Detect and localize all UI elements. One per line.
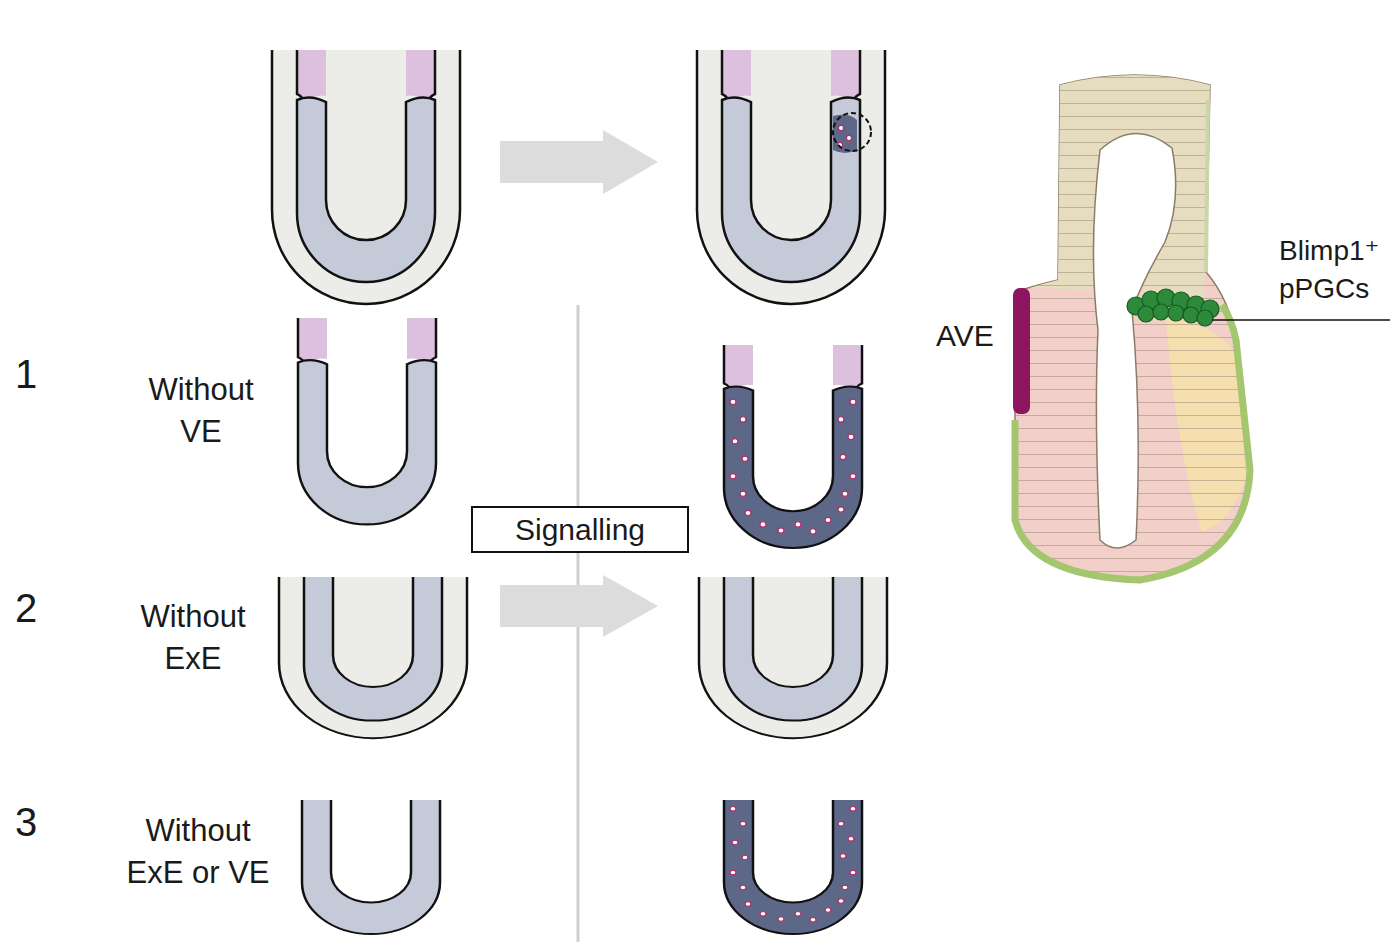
condition-label: Without VE bbox=[125, 369, 277, 453]
embryo-without-exe-ve bbox=[302, 800, 440, 934]
embryo-without-ve bbox=[298, 318, 436, 524]
exe-layer bbox=[298, 318, 436, 364]
epiblast-layer bbox=[304, 577, 442, 721]
pgc-cell bbox=[1168, 305, 1184, 321]
embryo-body bbox=[699, 577, 887, 738]
cell-texture bbox=[1015, 75, 1250, 580]
exvisceral-endoderm-layer bbox=[1206, 100, 1208, 272]
condition-label: Without ExE or VE bbox=[122, 810, 274, 894]
exe-layer bbox=[297, 50, 435, 102]
pgc-cluster bbox=[1127, 289, 1219, 326]
embryo-body bbox=[724, 800, 862, 934]
ve-layer bbox=[699, 577, 887, 738]
structure-label: Blimp1⁺ pPGCs bbox=[1279, 232, 1397, 308]
embryo-body bbox=[279, 577, 467, 738]
condition-label: Without ExE bbox=[117, 596, 269, 680]
pgc-patch bbox=[833, 115, 857, 153]
big-arrow bbox=[500, 130, 658, 194]
pgc-cell bbox=[1197, 310, 1213, 326]
epiblast-pgc-layer bbox=[724, 387, 862, 549]
big-arrow bbox=[500, 575, 658, 637]
pgc-dot bbox=[846, 135, 851, 140]
structure-label: AVE bbox=[936, 318, 1016, 354]
box-text: Signalling bbox=[515, 513, 645, 547]
pgc-cell bbox=[1183, 307, 1199, 323]
epiblast-pgc-layer bbox=[724, 800, 862, 934]
embryo-without-exe-ve-result bbox=[724, 800, 862, 934]
embryo-normal bbox=[272, 50, 460, 304]
epiblast-layer bbox=[297, 97, 435, 282]
callout-number: 1 bbox=[15, 350, 55, 398]
epiblast-layer bbox=[722, 97, 860, 282]
ve-layer bbox=[697, 50, 885, 304]
exe-layer bbox=[722, 50, 860, 102]
pgc-dot bbox=[838, 125, 843, 130]
dashed-circle bbox=[833, 113, 871, 151]
ave-region bbox=[1013, 288, 1030, 414]
embryo-section bbox=[1013, 75, 1390, 580]
visceral-endoderm-layer bbox=[1015, 305, 1250, 580]
embryo-without-exe-result bbox=[699, 577, 887, 738]
embryo-without-ve-result bbox=[724, 345, 862, 548]
pgc-cell bbox=[1153, 304, 1169, 320]
signal-box: Signalling bbox=[471, 506, 689, 553]
callout-number: 3 bbox=[15, 798, 55, 846]
embryo-without-exe bbox=[279, 577, 467, 738]
epiblast-section bbox=[1015, 75, 1250, 580]
epiblast-layer bbox=[298, 360, 436, 524]
epiblast-layer bbox=[724, 577, 862, 721]
exe-layer bbox=[724, 345, 862, 391]
epiblast-layer bbox=[302, 800, 440, 934]
ve-layer bbox=[279, 577, 467, 738]
ve-layer bbox=[272, 50, 460, 304]
embryo-with-pgcs bbox=[697, 50, 885, 304]
pgc-cell bbox=[1138, 306, 1154, 322]
leader-line bbox=[1212, 319, 1390, 321]
proamniotic-cavity bbox=[1093, 133, 1175, 548]
embryo-body bbox=[302, 800, 440, 934]
callout-number: 2 bbox=[15, 584, 55, 632]
